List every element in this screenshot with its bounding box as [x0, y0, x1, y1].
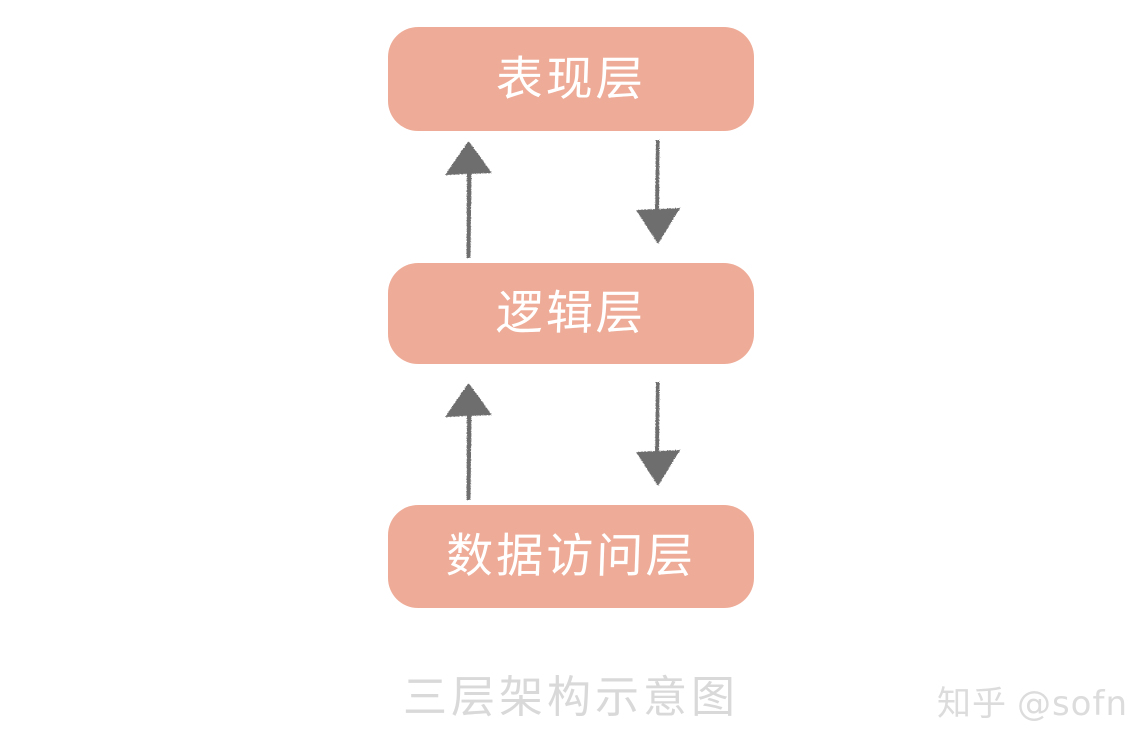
arrow-up-logic-to-presentation: [445, 141, 492, 258]
watermark-username: @sofn: [1016, 684, 1128, 724]
diagram-caption: 三层架构示意图: [403, 672, 739, 723]
arrow-up-data-to-logic: [445, 383, 492, 500]
watermark: 知乎 @sofn: [937, 687, 1128, 721]
connector-group-presentation-logic: [445, 140, 680, 258]
layer-label-data-access: 数据访问层: [445, 529, 697, 584]
layer-box-logic: 逻辑层: [388, 263, 754, 364]
layer-box-presentation: 表现层: [388, 27, 754, 131]
arrow-down-logic-to-data: [636, 382, 680, 486]
connector-group-logic-data: [445, 382, 680, 500]
layer-label-presentation: 表现层: [495, 51, 647, 107]
layer-box-data-access: 数据访问层: [388, 505, 754, 608]
arrow-down-presentation-to-logic: [636, 140, 680, 244]
watermark-brand: 知乎: [936, 684, 1007, 724]
layer-label-logic: 逻辑层: [495, 286, 647, 341]
